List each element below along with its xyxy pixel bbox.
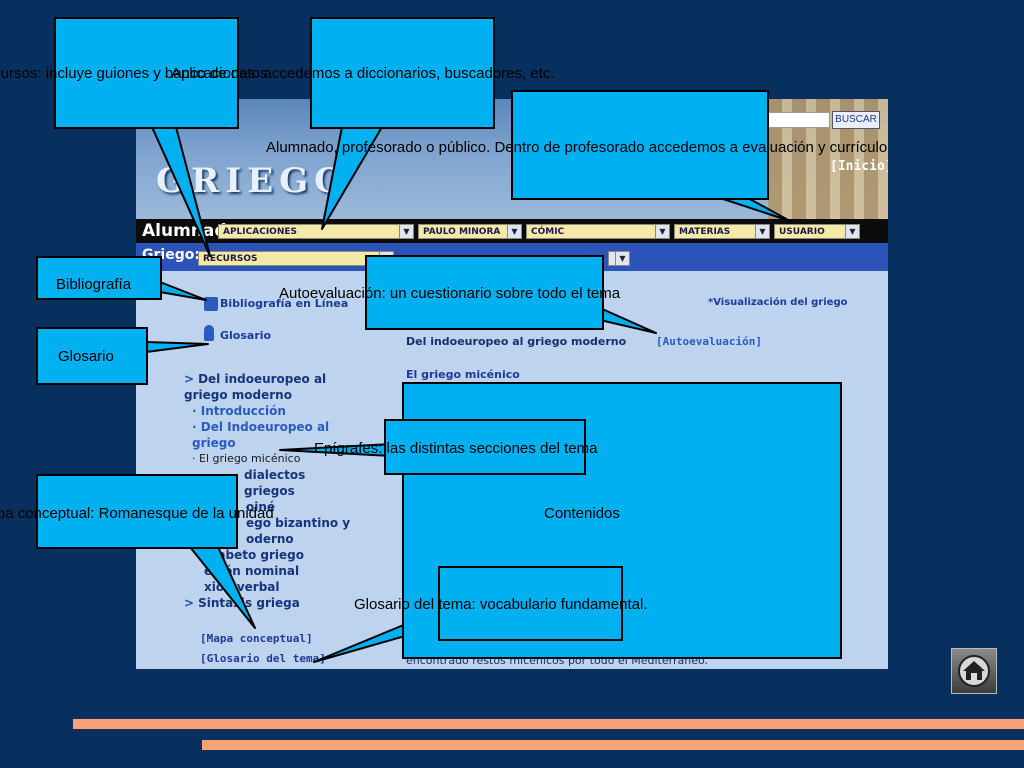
menu-materias[interactable]: MATERIAS▼ xyxy=(674,224,770,239)
home-button[interactable] xyxy=(951,648,997,694)
toc-item[interactable]: oderno xyxy=(246,532,294,546)
bibliografia-link[interactable]: Bibliografía en Línea xyxy=(220,297,349,310)
mapa-conceptual-link[interactable]: [Mapa conceptual] xyxy=(200,632,313,645)
menu-paulo-minora[interactable]: PAULO MINORA▼ xyxy=(418,224,522,239)
visualizacion-link[interactable]: *Visualización del griego xyxy=(708,297,848,308)
callout-aplicaciones xyxy=(310,17,495,129)
toc-item[interactable]: · Del Indoeuropeo al griego xyxy=(192,420,330,450)
glosario-tema-label: Glosario del tema: vocabulario fundament… xyxy=(354,596,648,613)
book-icon xyxy=(204,297,218,311)
toc-item[interactable]: oiné xyxy=(246,500,276,514)
glosario-label: Glosario xyxy=(58,348,114,365)
nav-alumnado-label: Alumnado xyxy=(142,221,239,241)
toc-list: >Del indoeuropeo al griego moderno · Int… xyxy=(184,371,354,611)
autoevaluacion-link[interactable]: [Autoevaluación] xyxy=(656,335,762,348)
menu-comic[interactable]: CÓMIC▼ xyxy=(526,224,670,239)
callout-recursos xyxy=(54,17,239,129)
callout-usuario xyxy=(511,90,769,200)
aplicaciones-label: Aplicaciones: accedemos a diccionarios, … xyxy=(171,65,555,82)
menu-extra[interactable]: ▼ xyxy=(608,251,630,266)
site-search-button[interactable]: BUSCAR xyxy=(832,111,880,129)
autoevaluacion-tail xyxy=(599,307,657,334)
site-inicio-link[interactable]: [Inicio] xyxy=(830,159,888,174)
decorative-bar-bottom xyxy=(202,740,1024,750)
callout-glosario xyxy=(36,327,148,385)
bibliografia-tail xyxy=(159,281,207,301)
recursos-tail xyxy=(151,126,211,257)
callout-epigrafes xyxy=(384,419,586,475)
micenico-link[interactable]: El griego micénico xyxy=(406,368,520,381)
usuario-tail xyxy=(719,197,791,222)
bibliografia-label: Bibliografía xyxy=(56,276,132,293)
toc-item[interactable]: · Introducción xyxy=(192,404,286,418)
toc-item[interactable]: >Sintaxis griega xyxy=(184,596,300,610)
epigrafes-label: Epígrafes: las distintas secciones del t… xyxy=(314,440,598,457)
toc-item[interactable]: >Del indoeuropeo al griego moderno xyxy=(184,372,327,402)
nav-alumnado-bar: Alumnado APLICACIONES▼ PAULO MINORA▼ CÓM… xyxy=(136,219,888,243)
toc-item[interactable]: dialectos griegos xyxy=(244,468,306,498)
toc-item[interactable]: ego bizantino y xyxy=(246,516,351,530)
glossary-icon xyxy=(204,325,214,341)
autoevaluacion-label: Autoevaluación: un cuestionario sobre to… xyxy=(279,285,621,302)
menu-usuario[interactable]: USUARIO▼ xyxy=(774,224,860,239)
mapa-label: Mapa conceptual: Romanesque de la unidad xyxy=(0,505,274,522)
callout-autoevaluacion xyxy=(365,255,604,330)
toc-item[interactable]: · El griego micénico xyxy=(192,452,301,465)
callout-bibliografia xyxy=(36,256,162,300)
toc-item[interactable]: alfabeto griego xyxy=(200,548,305,562)
usuario-label: Alumnado, profesorado o público. Dentro … xyxy=(266,139,888,156)
mapa-tail xyxy=(189,546,256,629)
decorative-bar-top xyxy=(73,719,1024,729)
glosario-link[interactable]: Glosario xyxy=(220,329,272,342)
callout-glosario-tema xyxy=(438,566,623,641)
tema-title: Del indoeuropeo al griego moderno xyxy=(406,335,627,348)
menu-aplicaciones[interactable]: APLICACIONES▼ xyxy=(218,224,414,239)
glosario-tema-link[interactable]: [Glosario del tema] xyxy=(200,652,326,665)
recursos-label: Recursos: incluye guiones y banco de dat… xyxy=(0,65,268,82)
glosario-tail xyxy=(145,341,209,353)
contenidos-label: Contenidos xyxy=(544,505,620,522)
callout-mapa xyxy=(36,474,238,549)
home-icon xyxy=(963,661,985,680)
